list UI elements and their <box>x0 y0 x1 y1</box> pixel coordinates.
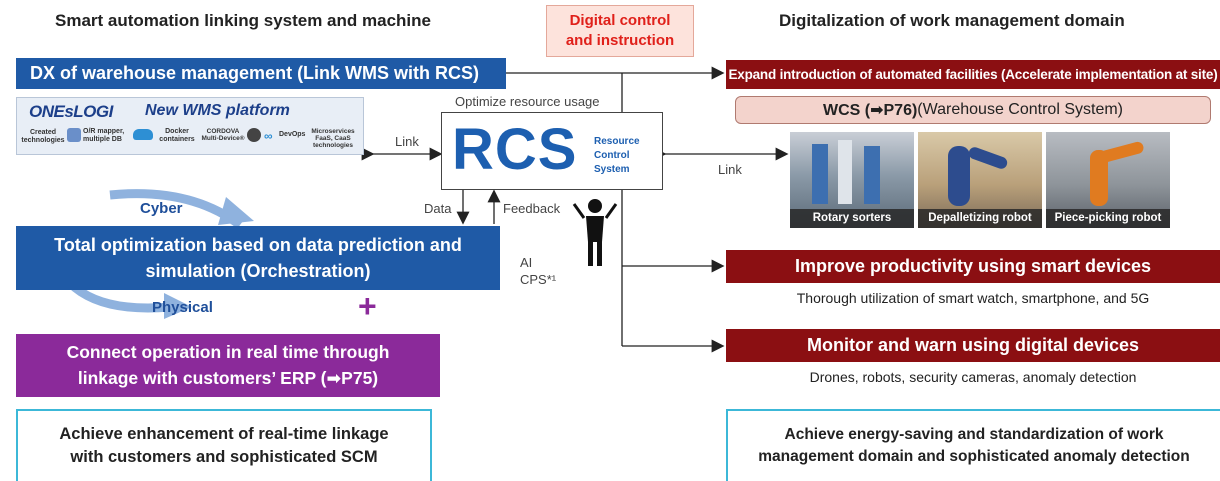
digital-control-line1: Digital control <box>569 11 671 29</box>
or-mapper-icon <box>67 128 81 142</box>
data-label: Data <box>424 201 452 216</box>
rcs-sub-control: Control <box>594 150 630 161</box>
total-optimization-line2: simulation (Orchestration) <box>145 261 371 281</box>
depalletizing-robot-caption: Depalletizing robot <box>918 209 1042 228</box>
depalletizing-robot-photo: Depalletizing robot <box>918 132 1042 228</box>
right-achieve-box: Achieve energy-saving and standardizatio… <box>726 409 1220 481</box>
total-optimization-line1: Total optimization based on data predict… <box>54 234 462 255</box>
wms-item-ormapper: O/R mapper, multiple DB <box>83 128 125 143</box>
digital-control-box: Digital control and instruction <box>546 5 694 57</box>
technologies-label: Created technologies <box>21 129 65 144</box>
left-achieve-line2: with customers and sophisticated SCM <box>70 448 378 466</box>
person-icon <box>572 199 618 266</box>
right-achieve-line2: management domain and sophisticated anom… <box>758 448 1190 465</box>
cps-label: CPS*¹ <box>520 272 557 287</box>
github-icon <box>247 128 261 142</box>
total-optimization-box: Total optimization based on data predict… <box>16 226 500 290</box>
monitor-bar: Monitor and warn using digital devices <box>726 329 1220 362</box>
wms-item-devops: DevOps <box>279 131 306 138</box>
wms-link-label: Link <box>395 134 419 149</box>
connect-line2: linkage with customers’ ERP (➡P75) <box>77 367 379 388</box>
wcs-main-label: WCS (➡P76) <box>822 102 918 119</box>
wms-platform-panel: ONEsLOGI New WMS platform Created techno… <box>16 97 364 155</box>
plus-sign: + <box>358 288 377 324</box>
wms-title: New WMS platform <box>145 102 290 119</box>
digital-control-line2: and instruction <box>565 32 675 49</box>
onelogi-logo: ONEsLOGI <box>29 102 113 121</box>
wcs-box: WCS (➡P76) (Warehouse Control System) <box>735 96 1211 124</box>
cycle-arrowhead-bottom <box>164 293 192 319</box>
physical-label: Physical <box>152 299 213 316</box>
facilities-link-label: Link <box>718 162 742 177</box>
rcs-logo: RCS <box>452 117 578 182</box>
rcs-sub-resource: Resource <box>594 136 640 147</box>
optimize-resource-label: Optimize resource usage <box>455 94 600 109</box>
cyber-label: Cyber <box>140 200 183 217</box>
wms-item-microservices: Microservices FaaS, CaaS technologies <box>311 128 355 150</box>
wcs-rest-label: (Warehouse Control System) <box>917 101 1123 118</box>
left-achieve-box: Achieve enhancement of real-time linkage… <box>16 409 432 481</box>
rcs-box: RCS Resource Control System <box>441 112 663 190</box>
piece-picking-robot-photo: Piece-picking robot <box>1046 132 1170 228</box>
wms-item-docker: Docker containers <box>159 128 195 143</box>
ai-label: AI <box>520 255 533 270</box>
rcs-sub-system: System <box>594 164 630 175</box>
cycle-arrowhead-top <box>218 197 254 225</box>
right-heading: Digitalization of work management domain <box>779 11 1125 30</box>
docker-icon <box>133 129 153 140</box>
connect-erp-box: Connect operation in real time through l… <box>16 334 440 397</box>
rotary-sorters-caption: Rotary sorters <box>790 209 914 228</box>
monitor-subtext: Drones, robots, security cameras, anomal… <box>809 369 1137 385</box>
productivity-bar: Improve productivity using smart devices <box>726 250 1220 283</box>
dx-bar: DX of warehouse management (Link WMS wit… <box>16 58 506 89</box>
devops-infinity-icon: ∞ <box>264 129 273 143</box>
connect-line1: Connect operation in real time through <box>66 342 390 363</box>
left-achieve-line1: Achieve enhancement of real-time linkage <box>59 424 389 443</box>
wms-item-cordova: CORDOVA Multi-Device® <box>201 128 245 143</box>
piece-picking-robot-caption: Piece-picking robot <box>1046 209 1170 228</box>
rotary-sorters-photo: Rotary sorters <box>790 132 914 228</box>
rcs-subtitle: Resource Control System <box>594 135 640 177</box>
left-heading: Smart automation linking system and mach… <box>55 11 431 30</box>
productivity-subtext: Thorough utilization of smart watch, sma… <box>796 290 1150 306</box>
right-achieve-line1: Achieve energy-saving and standardizatio… <box>784 426 1164 444</box>
feedback-label: Feedback <box>503 201 561 216</box>
expand-facilities-bar: Expand introduction of automated facilit… <box>726 60 1220 89</box>
